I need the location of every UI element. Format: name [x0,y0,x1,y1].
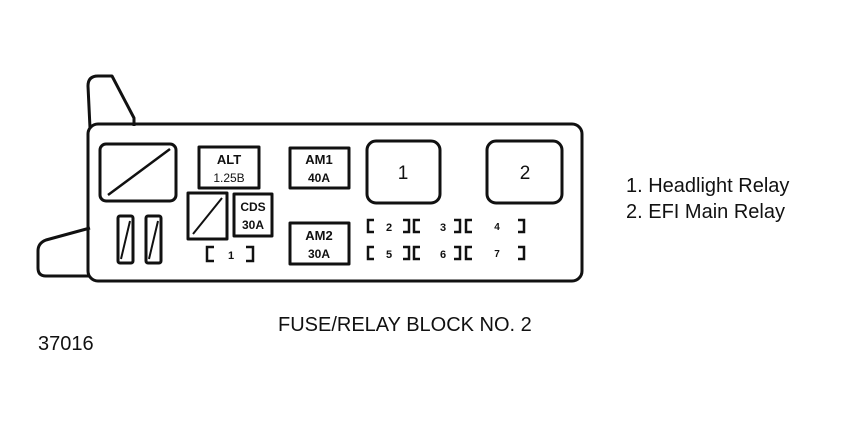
diagram-caption: FUSE/RELAY BLOCK NO. 2 [278,314,532,336]
legend-item-2: 2. EFI Main Relay [626,201,785,223]
top-tab [86,74,136,129]
slot-1-bracket-left [205,245,214,263]
slot-2-label: 2 [386,222,392,234]
block-body [86,122,584,283]
slot-1-bracket-right [246,245,255,263]
slot-5-label: 5 [386,249,392,261]
small-fuse-a [116,214,135,265]
small-fuse-b [144,214,163,265]
large-diagonal-relay [98,142,178,203]
small-diagonal-relay [186,191,229,241]
relay-2-label: 2 [520,163,531,184]
legend-item-1: 1. Headlight Relay [626,175,790,197]
relay-1-label: 1 [398,163,409,184]
slot-4-label: 4 [494,222,500,233]
am2-fuse-name: AM2 [305,228,332,243]
cds-fuse-name: CDS [240,200,265,214]
alt-fuse-name: ALT [217,152,241,167]
am2-fuse [288,221,351,266]
am2-fuse-rating: 30A [308,247,330,261]
figure-id: 37016 [38,333,94,355]
cds-fuse [232,192,274,238]
am1-fuse-rating: 40A [308,171,330,185]
slot-1-label: 1 [228,250,234,262]
relay-1-box [365,139,442,205]
alt-fuse [197,145,261,190]
cds-fuse-rating: 30A [242,218,264,232]
slot-7-label: 7 [494,249,500,260]
alt-fuse-rating: 1.25B [213,171,244,185]
relay-2-box [485,139,564,205]
slot-3-label: 3 [440,222,446,234]
am1-fuse [288,146,351,190]
am1-fuse-name: AM1 [305,152,332,167]
left-tab [36,226,91,278]
slot-6-label: 6 [440,249,446,261]
